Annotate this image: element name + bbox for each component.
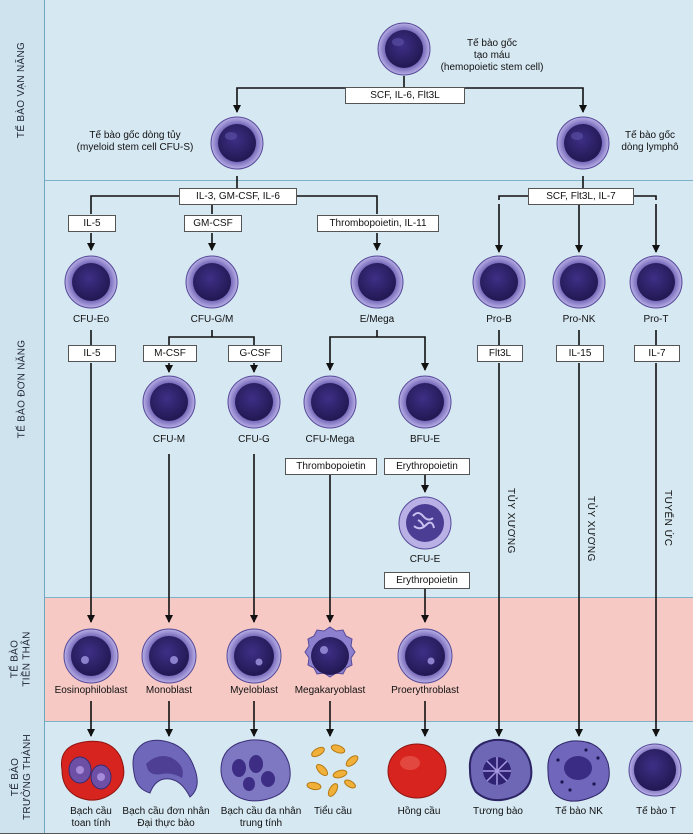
label-pro-nk: Pro-NK [562, 314, 596, 325]
caption-plasma-cell: Tương bào [473, 806, 523, 817]
label-pro-t: Pro-T [643, 314, 669, 325]
cell-megakaryoblast [304, 626, 356, 678]
cytokine-il7: IL-7 [634, 345, 680, 362]
divider [0, 833, 693, 834]
label-bfu-e: BFU-E [410, 434, 440, 445]
cytokine-il5-a: IL-5 [68, 215, 116, 232]
divider [0, 721, 693, 722]
label-megakaryoblast: Megakaryoblast [294, 685, 366, 696]
label-e-mega: E/Mega [359, 314, 395, 325]
cytokine-top: SCF, IL-6, Flt3L [345, 87, 465, 104]
cell-cfu-m [142, 375, 196, 429]
label-cfu-e: CFU-E [409, 554, 441, 565]
label-cfu-g: CFU-G [238, 434, 270, 445]
cell-cfu-eo [64, 255, 118, 309]
stage-sidebar [0, 0, 45, 833]
cell-cfu-e [398, 496, 452, 550]
site-thymus: TUYẾN ỨC [662, 490, 673, 547]
cell-t [628, 743, 682, 797]
cell-cfu-g [227, 375, 281, 429]
label-myeloblast: Myeloblast [230, 685, 278, 696]
cytokine-erythropoietin-b: Erythropoietin [384, 572, 470, 589]
cytokine-thrombo-il11: Thrombopoietin, IL-11 [317, 215, 439, 232]
caption-t-cell: Tế bào T [636, 806, 676, 817]
cell-neutrophil [220, 739, 291, 802]
caption-nk-cell: Tế bào NK [555, 806, 603, 817]
cell-cfu-mega [303, 375, 357, 429]
cell-proerythroblast [397, 628, 453, 684]
cell-pro-b [472, 255, 526, 309]
cell-red-blood-cell [387, 743, 447, 799]
label-monoblast: Monoblast [145, 685, 193, 696]
cell-pro-t [629, 255, 683, 309]
label-myeloid-stem: Tế bào gốc dòng tủy(myeloid stem cell CF… [76, 130, 194, 153]
label-cfu-eo: CFU-Eo [72, 314, 110, 325]
divider [0, 597, 693, 598]
label-cfu-gm: CFU-G/M [190, 314, 234, 325]
cell-monocyte-macrophage [132, 739, 198, 798]
cell-eosinophil [60, 740, 125, 801]
site-bone-marrow-b-cell: TỦY XƯƠNG [505, 488, 516, 554]
cytokine-gm-csf: GM-CSF [184, 215, 242, 232]
cell-plasma-cell [468, 738, 533, 802]
cytokine-flt3l: Flt3L [477, 345, 523, 362]
cell-e-mega [350, 255, 404, 309]
label-cfu-mega: CFU-Mega [305, 434, 355, 445]
cytokine-lymphoid: SCF, Flt3L, IL-7 [528, 188, 634, 205]
cell-pro-nk [552, 255, 606, 309]
cytokine-il5-b: IL-5 [68, 345, 116, 362]
cytokine-myeloid: IL-3, GM-CSF, IL-6 [179, 188, 297, 205]
cell-eosinophiloblast [63, 628, 119, 684]
cell-bfu-e [398, 375, 452, 429]
cytokine-m-csf: M-CSF [143, 345, 197, 362]
cytokine-erythropoietin-a: Erythropoietin [384, 458, 470, 475]
cytokine-il15: IL-15 [556, 345, 604, 362]
caption-platelet: Tiểu cầu [314, 806, 352, 817]
cell-cfu-gm [185, 255, 239, 309]
cell-hsc [377, 22, 431, 76]
caption-rbc: Hồng cầu [397, 806, 441, 817]
cell-myeloid-stem [210, 116, 264, 170]
label-pro-b: Pro-B [486, 314, 512, 325]
label-eosinophiloblast: Eosinophiloblast [54, 685, 128, 696]
cell-monoblast [141, 628, 197, 684]
label-proerythroblast: Proerythroblast [391, 685, 459, 696]
cytokine-thrombopoietin: Thrombopoietin [285, 458, 377, 475]
cell-nk [547, 740, 610, 802]
cell-lymphoid-stem [556, 116, 610, 170]
cytokine-g-csf: G-CSF [228, 345, 282, 362]
cell-platelets [306, 744, 359, 797]
cell-myeloblast [226, 628, 282, 684]
divider [0, 180, 693, 181]
site-bone-marrow-nk: TỦY XƯƠNG [585, 496, 596, 562]
label-cfu-m: CFU-M [152, 434, 186, 445]
